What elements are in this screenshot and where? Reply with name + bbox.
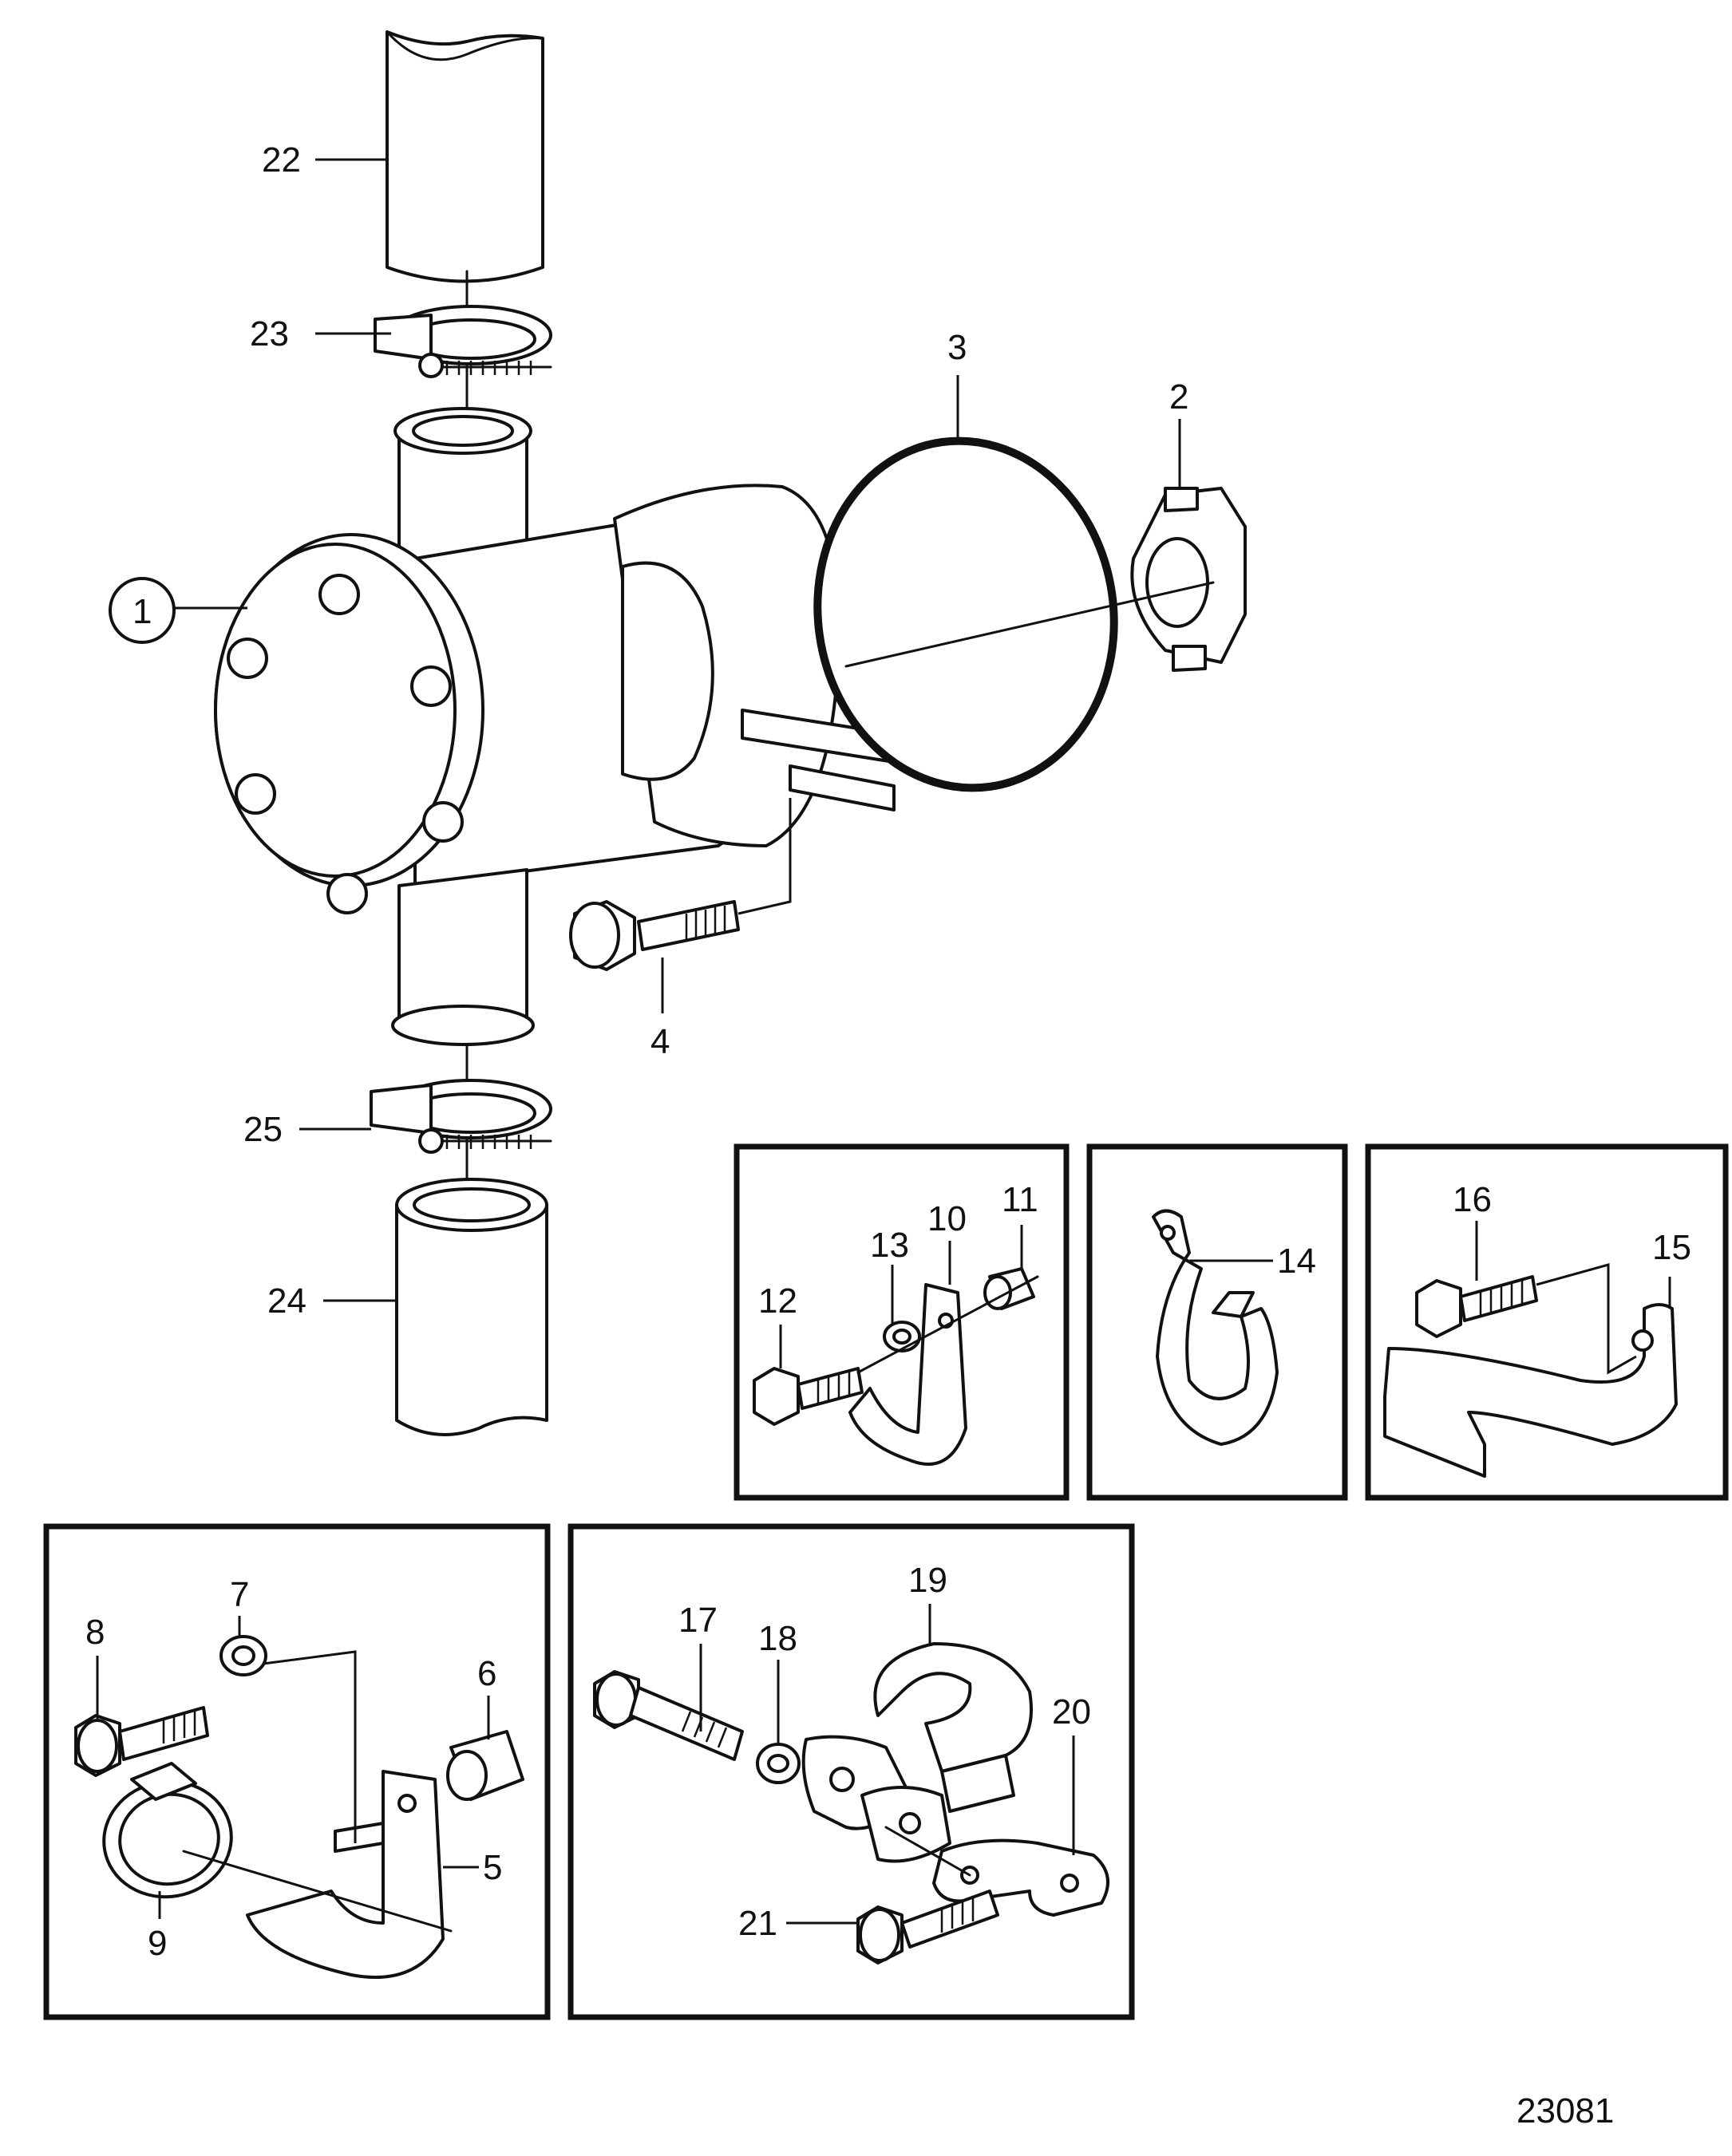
p-clip <box>1152 1209 1279 1446</box>
callout-8: 8 <box>85 1613 105 1652</box>
callout-11: 11 <box>1002 1180 1038 1219</box>
callout-14: 14 <box>1277 1242 1316 1281</box>
lower-hose <box>395 1178 548 1436</box>
callout-24: 24 <box>267 1281 306 1321</box>
detail-box-hose-bracket <box>43 1523 551 2020</box>
strap-bracket <box>1383 1275 1678 1478</box>
drawing-number: 23081 <box>1516 2091 1614 2130</box>
lower-pipe <box>391 868 535 1046</box>
callout-19: 19 <box>908 1561 947 1600</box>
o-ring <box>813 436 1118 792</box>
callout-23: 23 <box>250 314 289 353</box>
callout-7: 7 <box>230 1575 249 1614</box>
detail-box-clamp-bracket <box>567 1523 1135 2020</box>
detail-box-strap-bracket <box>1365 1143 1729 1501</box>
detail-box-bracket <box>734 1143 1070 1501</box>
cover-bolts <box>227 574 464 914</box>
callout-21: 21 <box>738 1904 777 1943</box>
clamp-bracket-group <box>593 1642 1109 1964</box>
callout-12: 12 <box>758 1281 797 1321</box>
upper-hose <box>386 30 544 283</box>
callout-6: 6 <box>477 1654 496 1693</box>
detail-box-p-clip <box>1086 1143 1348 1501</box>
callout-16: 16 <box>1453 1180 1492 1219</box>
callout-5: 5 <box>483 1848 502 1887</box>
hose-bracket-group <box>74 1635 524 1979</box>
callout-15: 15 <box>1652 1228 1691 1267</box>
callout-9: 9 <box>148 1924 167 1963</box>
callout-22: 22 <box>262 140 301 180</box>
shaft-coupling <box>1130 487 1247 672</box>
callout-18: 18 <box>758 1619 797 1658</box>
pump-housing <box>214 484 896 914</box>
callout-25: 25 <box>243 1110 283 1149</box>
callout-13: 13 <box>870 1226 909 1265</box>
callout-4: 4 <box>650 1022 670 1061</box>
callout-17: 17 <box>678 1601 718 1640</box>
upper-hose-clamp <box>374 305 552 378</box>
mounting-bolt <box>569 900 740 971</box>
callout-2: 2 <box>1169 377 1188 417</box>
callout-20: 20 <box>1052 1692 1091 1732</box>
callout-10: 10 <box>927 1199 967 1238</box>
callout-3: 3 <box>947 328 967 367</box>
lower-hose-clamp <box>370 1079 552 1154</box>
callout-1: 1 <box>132 592 152 631</box>
